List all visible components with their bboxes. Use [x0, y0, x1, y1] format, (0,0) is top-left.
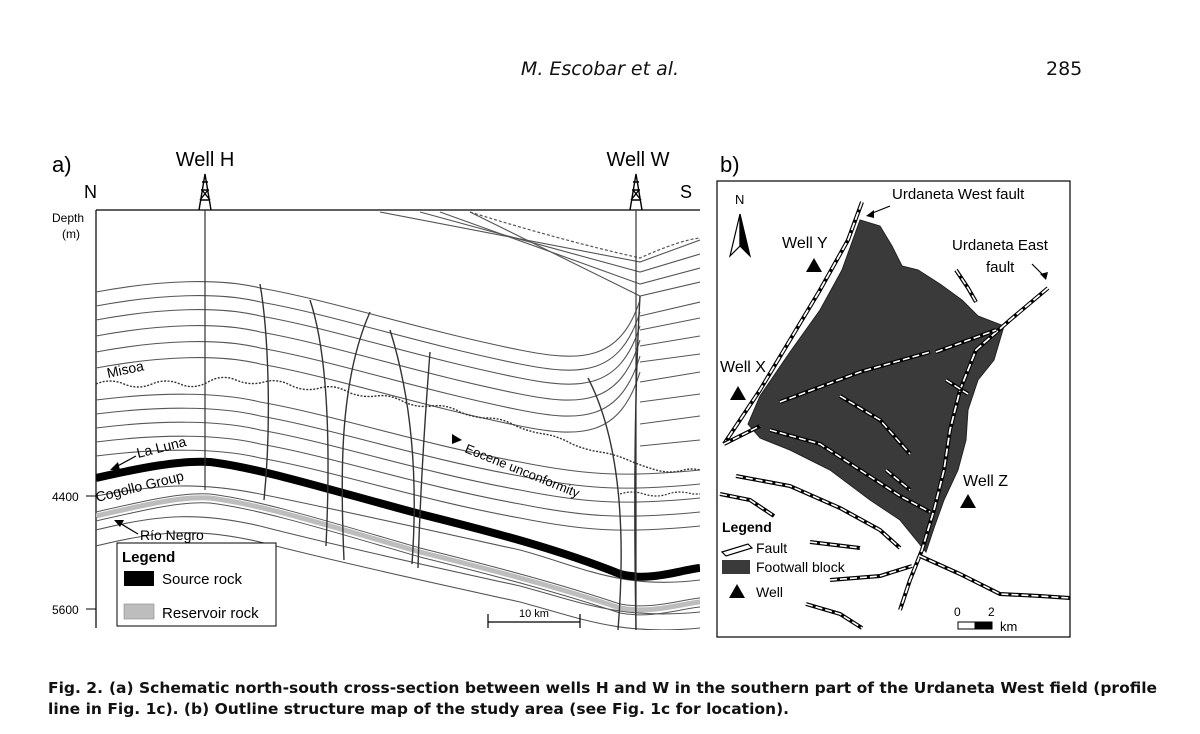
well-y-label: Well Y	[782, 235, 828, 252]
north-arrow-icon	[728, 213, 752, 258]
west-fault-arrowhead	[866, 210, 874, 218]
upper-layers	[379, 211, 700, 297]
scale-b-zero: 0	[954, 605, 961, 619]
urdaneta-west-fault-label: Urdaneta West fault	[892, 186, 1025, 203]
urdaneta-east-fault-label: Urdaneta East	[952, 237, 1049, 254]
scale-b-two: 2	[988, 605, 995, 619]
rio-negro-arrowhead	[114, 520, 124, 527]
scale-b-unit: km	[1000, 619, 1017, 634]
cross-section	[96, 211, 700, 630]
unit-label-misoa: Misoa	[105, 357, 145, 380]
reservoir-rock-layer	[96, 495, 700, 613]
legend-reservoir-label: Reservoir rock	[162, 605, 259, 622]
legend-fault-icon	[720, 543, 754, 557]
unconformity-right	[619, 491, 700, 497]
legend-footwall-label: Footwall block	[756, 559, 846, 575]
eocene-arrowhead	[452, 434, 462, 444]
eocene-unconformity-line	[96, 376, 700, 473]
scale-b-black	[974, 621, 993, 630]
fault-traces	[719, 268, 1070, 630]
legend-reservoir-swatch	[123, 603, 155, 620]
legend-b-title: Legend	[722, 519, 772, 535]
page-number: 285	[1046, 58, 1083, 80]
north-arrow-label: N	[735, 192, 744, 207]
depth-axis-title: Depth	[52, 211, 84, 225]
eocene-unconformity-label: Eocene unconformity	[463, 441, 582, 501]
panel-a-label: a)	[52, 152, 72, 177]
scale-bar-a-label: 10 km	[519, 608, 549, 620]
well-w-derrick-icon	[629, 173, 643, 211]
figure-caption: Fig. 2.(a) Schematic north-south cross-s…	[48, 678, 1158, 720]
footwall-block	[747, 219, 1005, 554]
right-strata	[639, 301, 700, 447]
east-fault-arrowhead	[1040, 272, 1048, 280]
reservoir-top	[96, 493, 700, 607]
legend-fault-label: Fault	[756, 540, 787, 556]
urdaneta-east-fault-label-2: fault	[986, 259, 1015, 276]
well-h-label: Well H	[176, 149, 235, 171]
reservoir-base	[96, 502, 700, 616]
legend-a-title: Legend	[122, 549, 175, 566]
legend-footwall-swatch	[722, 560, 750, 574]
la-luna-arrowhead	[110, 462, 120, 470]
strata-lines	[96, 281, 700, 630]
legend-well-label: Well	[756, 584, 783, 600]
panel-b-label: b)	[720, 152, 740, 177]
well-z-label: Well Z	[963, 473, 1008, 490]
caption-label: Fig. 2.	[48, 679, 103, 697]
urdaneta-east-fault-inner	[899, 287, 1049, 611]
legend-source-label: Source rock	[162, 571, 243, 588]
figure-2: a) N S Depth (m) 4400 5600	[52, 149, 1071, 638]
south-label: S	[680, 182, 692, 202]
legend-well-icon	[729, 584, 745, 598]
well-w-label: Well W	[607, 149, 670, 171]
depth-tick-label-5600: 5600	[52, 603, 79, 617]
well-x-label: Well X	[720, 359, 766, 376]
upper-unconformity	[469, 211, 700, 259]
caption-text: (a) Schematic north-south cross-section …	[48, 679, 1158, 718]
depth-tick-label-4400: 4400	[52, 490, 79, 504]
running-head: M. Escobar et al.	[520, 58, 680, 80]
legend-source-swatch	[124, 571, 154, 586]
north-label: N	[84, 182, 97, 202]
well-z-icon	[960, 494, 976, 508]
unit-label-rio-negro: Río Negro	[140, 527, 204, 543]
urdaneta-west-fault-inner	[723, 201, 863, 445]
depth-axis-unit: (m)	[62, 227, 80, 241]
well-h-derrick-icon	[198, 173, 212, 211]
well-x-icon	[730, 386, 746, 400]
scale-b-white	[957, 621, 976, 630]
faults	[259, 283, 641, 630]
well-y-icon	[806, 258, 822, 272]
structure-map	[719, 201, 1070, 630]
